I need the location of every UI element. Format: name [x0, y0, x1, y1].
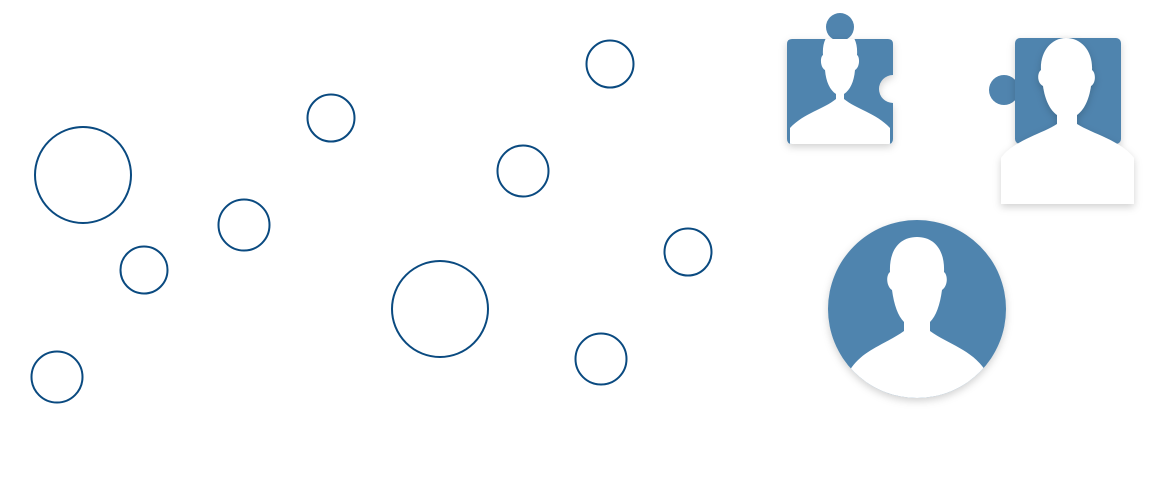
- outline-circle: [663, 227, 713, 277]
- outline-circle: [30, 350, 84, 404]
- outline-circle: [34, 126, 132, 224]
- outline-circle: [574, 332, 628, 386]
- user-silhouette: [1001, 38, 1134, 204]
- outline-circles: [30, 39, 713, 404]
- puzzle-piece-user-icon: [989, 38, 1134, 204]
- outline-circle: [119, 245, 169, 295]
- outline-circle: [391, 260, 489, 358]
- outline-circle: [217, 198, 271, 252]
- outline-circle: [585, 39, 635, 89]
- user-avatar-icon: [828, 220, 1006, 398]
- outline-circle: [306, 93, 356, 143]
- user-silhouette: [790, 39, 890, 144]
- outline-circle: [496, 144, 550, 198]
- user-silhouette: [850, 237, 985, 398]
- puzzle-piece-user-icon: [787, 13, 893, 144]
